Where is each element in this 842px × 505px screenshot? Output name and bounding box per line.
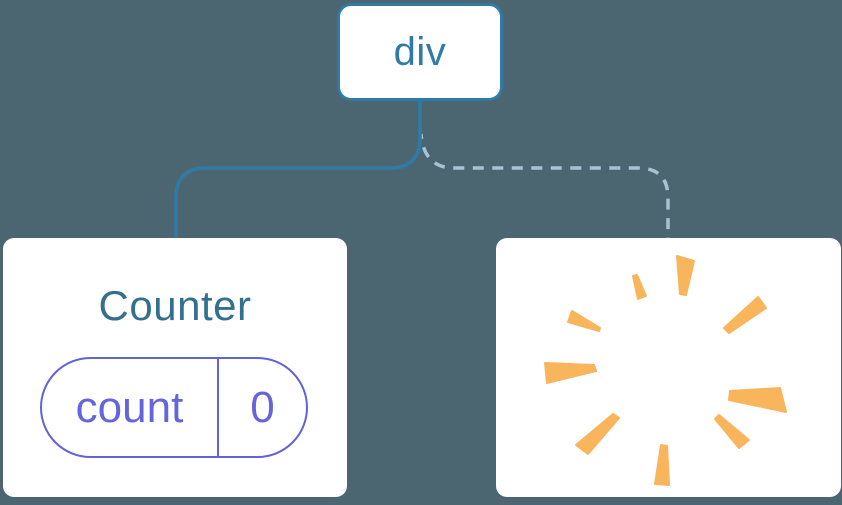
node-removed bbox=[496, 238, 841, 497]
connector-dashed-removed-branch bbox=[419, 133, 670, 240]
counter-title: Counter bbox=[98, 282, 252, 329]
poof-icon bbox=[544, 255, 787, 486]
node-div: div bbox=[337, 3, 503, 101]
state-key-label: count bbox=[42, 359, 219, 456]
node-div-label: div bbox=[393, 29, 447, 74]
connector-solid-counter-branch bbox=[174, 99, 422, 239]
state-value-label: 0 bbox=[250, 382, 275, 432]
state-pill: count 0 bbox=[40, 357, 308, 458]
node-counter: Counter count 0 bbox=[3, 238, 347, 497]
